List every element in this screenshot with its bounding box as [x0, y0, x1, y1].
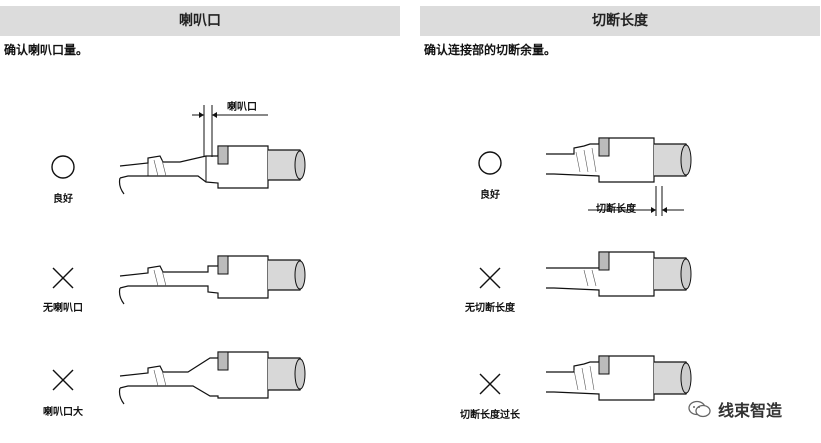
panel-subtitle: 确认喇叭口量。 [4, 43, 89, 57]
watermark: 线束智造 [688, 396, 813, 422]
terminal-figure [118, 255, 306, 305]
cut-length-dimension [588, 186, 684, 216]
ng-cross-icon [479, 373, 501, 395]
ng-cross-icon [479, 267, 501, 289]
wechat-icon [688, 400, 711, 418]
bellmouth-dimension [192, 105, 268, 157]
cut-length-annotation: 切断长度 [596, 204, 636, 215]
ok-circle-icon [478, 151, 502, 175]
bellmouth-panel: 喇叭口 确认喇叭口量。 良好 无喇叭口 喇叭口大 喇叭口 [0, 0, 400, 443]
status-label: 无切断长度 [465, 303, 515, 314]
terminal-figure [546, 251, 692, 297]
bellmouth-annotation: 喇叭口 [227, 102, 257, 113]
ng-cross-icon [52, 267, 74, 289]
status-label: 喇叭口大 [43, 407, 83, 418]
ok-circle-icon [51, 155, 75, 179]
panel-subtitle: 确认连接部的切断余量。 [424, 43, 557, 57]
ng-cross-icon [52, 369, 74, 391]
status-label: 无喇叭口 [43, 303, 83, 314]
status-label: 良好 [53, 194, 73, 205]
watermark-text: 线束智造 [718, 401, 783, 420]
status-label: 良好 [480, 190, 500, 201]
terminal-figure [118, 351, 306, 405]
panel-header: 喇叭口 [0, 6, 400, 36]
panel-header: 切断长度 [420, 6, 820, 36]
status-label: 切断长度过长 [460, 410, 520, 421]
cut-length-panel: 切断长度 确认连接部的切断余量。 良好 无切断长度 切断长度过长 切断长度 [420, 0, 820, 443]
terminal-figure [546, 355, 692, 401]
terminal-figure [546, 137, 692, 183]
terminal-figure [118, 145, 306, 195]
